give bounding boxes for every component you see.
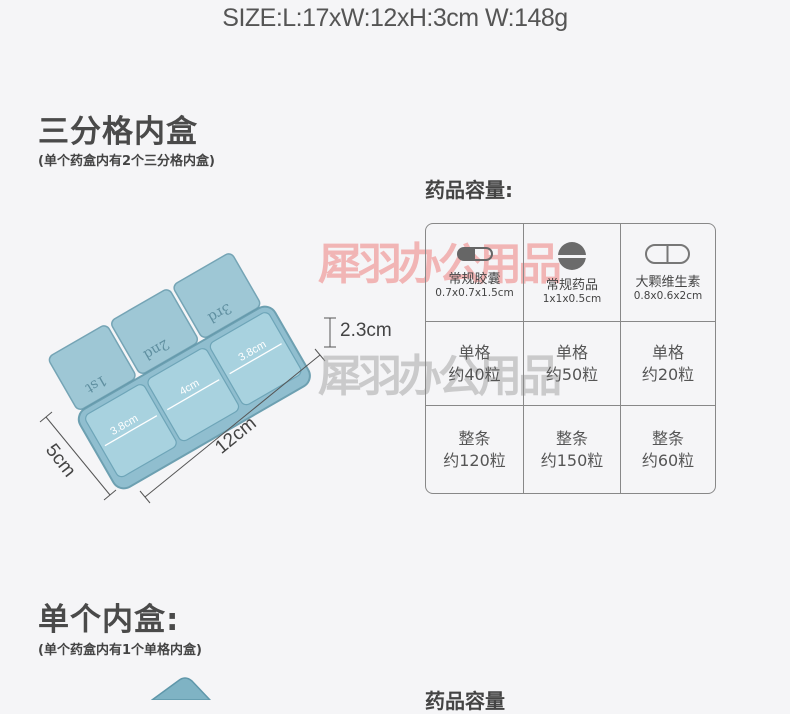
section-subtitle: (单个药盒内有2个三分格内盒) xyxy=(38,154,215,169)
table-header-cell: 常规药品 1x1x0.5cm xyxy=(524,224,621,322)
table-cell: 单格约40粒 xyxy=(426,322,524,406)
section2-title: 单个内盒: xyxy=(38,602,180,638)
size-spec: SIZE:L:17xW:12xH:3cm W:148g xyxy=(222,4,568,32)
dim-height: 2.3cm xyxy=(340,320,392,341)
capsule-icon xyxy=(456,247,493,261)
table-header-cell: 大颗维生素 0.8x0.6x2cm xyxy=(621,224,715,322)
oval-tablet-icon xyxy=(645,244,690,264)
capacity-table: 常规胶囊 0.7x0.7x1.5cm 常规药品 1x1x0.5cm 大颗维生素 … xyxy=(425,223,716,494)
table-cell: 整条约60粒 xyxy=(641,428,695,470)
table-cell: 单格约20粒 xyxy=(621,322,715,406)
table-cell: 整条约150粒 xyxy=(524,406,621,493)
table-header-cell: 常规胶囊 0.7x0.7x1.5cm xyxy=(426,224,524,322)
section2-subtitle: (单个药盒内有1个单格内盒) xyxy=(38,643,202,658)
table-cell: 整条约120粒 xyxy=(426,406,524,493)
section-title: 三分格内盒 xyxy=(38,114,198,150)
pill-box-image: 3.8cm 4cm 3.8cm 1st 2nd 3rd xyxy=(39,253,336,504)
capacity-title: 药品容量: xyxy=(425,178,513,202)
single-box-image xyxy=(150,677,212,700)
table-cell: 单格约50粒 xyxy=(524,322,621,406)
round-pill-icon xyxy=(558,242,586,270)
